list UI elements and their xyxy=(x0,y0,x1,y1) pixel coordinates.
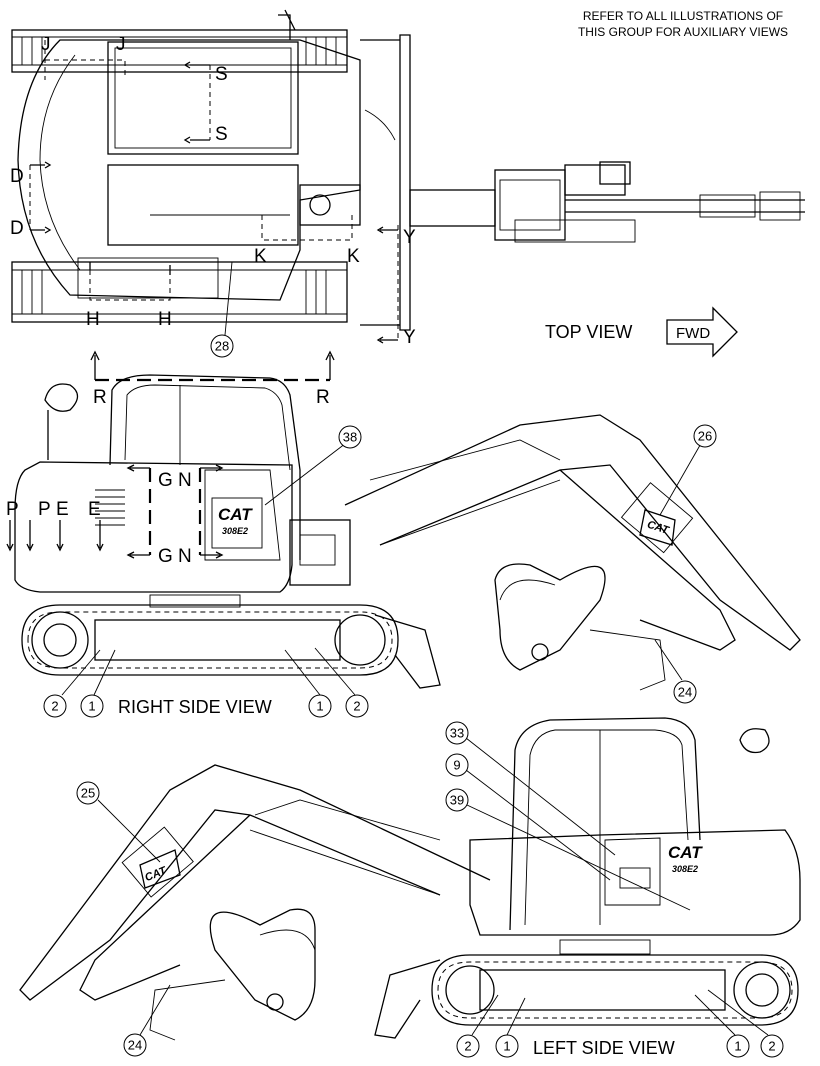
right-logo-model: 308E2 xyxy=(222,526,248,536)
refer-note-line2: THIS GROUP FOR AUXILIARY VIEWS xyxy=(578,25,788,39)
svg-text:24: 24 xyxy=(678,685,692,700)
section-label-j-left: J xyxy=(41,34,51,55)
section-label-s-bottom: S xyxy=(215,124,228,145)
view-label-right-side: RIGHT SIDE VIEW xyxy=(118,697,272,717)
section-label-d-bottom: D xyxy=(10,218,24,239)
callout-9: 9 xyxy=(445,753,469,777)
svg-text:2: 2 xyxy=(353,699,360,714)
section-label-p-left: P xyxy=(6,499,19,520)
callout-1-left-front: 1 xyxy=(495,1034,519,1058)
svg-text:2: 2 xyxy=(464,1039,471,1054)
svg-text:2: 2 xyxy=(768,1039,775,1054)
section-label-h-left: H xyxy=(86,309,100,330)
section-label-y-top: Y xyxy=(403,227,416,248)
callout-1-right-rear: 1 xyxy=(80,694,104,718)
section-label-j-right: J xyxy=(116,34,126,55)
svg-text:1: 1 xyxy=(88,699,95,714)
svg-text:38: 38 xyxy=(343,430,357,445)
callout-1-right-front: 1 xyxy=(308,694,332,718)
section-label-k-left: K xyxy=(254,246,267,267)
top-view-drawing xyxy=(11,9,805,358)
callout-2-left-rear: 2 xyxy=(760,1034,784,1058)
section-label-r-right: R xyxy=(316,387,330,408)
section-label-h-right: H xyxy=(158,309,172,330)
svg-text:26: 26 xyxy=(698,429,712,444)
callout-28: 28 xyxy=(210,334,234,358)
svg-text:9: 9 xyxy=(453,758,460,773)
callout-24-right: 24 xyxy=(673,680,697,704)
view-label-top: TOP VIEW xyxy=(545,322,632,342)
refer-note-line1: REFER TO ALL ILLUSTRATIONS OF xyxy=(583,9,783,23)
section-label-n-top: N xyxy=(178,470,192,491)
svg-text:1: 1 xyxy=(503,1039,510,1054)
section-label-r-left: R xyxy=(93,387,107,408)
svg-text:2: 2 xyxy=(51,699,58,714)
section-label-y-bottom: Y xyxy=(403,327,416,348)
fwd-label: FWD xyxy=(676,325,710,342)
section-label-e-left: E xyxy=(56,499,69,520)
callout-1-left-rear: 1 xyxy=(726,1034,750,1058)
svg-text:24: 24 xyxy=(128,1038,142,1053)
callout-2-right-rear: 2 xyxy=(43,694,67,718)
left-side-view-drawing xyxy=(19,717,801,1041)
right-side-view-drawing xyxy=(14,374,801,691)
section-label-g-top: G xyxy=(158,470,173,491)
left-boom-logo: CAT xyxy=(143,864,169,884)
callout-2-left-front: 2 xyxy=(456,1034,480,1058)
svg-text:28: 28 xyxy=(215,339,229,354)
svg-text:1: 1 xyxy=(734,1039,741,1054)
svg-text:25: 25 xyxy=(81,786,95,801)
section-label-s-top: S xyxy=(215,64,228,85)
callout-24-left: 24 xyxy=(123,1033,147,1057)
callout-38: 38 xyxy=(338,425,362,449)
section-label-p-right: P xyxy=(38,499,51,520)
section-label-n-bottom: N xyxy=(178,546,192,567)
right-logo-brand: CAT xyxy=(218,505,253,524)
callout-2-right-front: 2 xyxy=(345,694,369,718)
svg-text:33: 33 xyxy=(450,726,464,741)
svg-text:39: 39 xyxy=(450,793,464,808)
callout-26: 26 xyxy=(693,424,717,448)
callout-33: 33 xyxy=(445,721,469,745)
callout-39: 39 xyxy=(445,788,469,812)
section-label-e-right: E xyxy=(88,499,101,520)
section-label-k-right: K xyxy=(347,246,360,267)
svg-text:1: 1 xyxy=(316,699,323,714)
section-label-d-top: D xyxy=(10,166,24,187)
view-label-left-side: LEFT SIDE VIEW xyxy=(533,1038,675,1058)
left-logo-model: 308E2 xyxy=(672,864,698,874)
section-label-g-bottom: G xyxy=(158,546,173,567)
left-logo-brand: CAT xyxy=(668,843,703,862)
callout-25: 25 xyxy=(76,781,100,805)
